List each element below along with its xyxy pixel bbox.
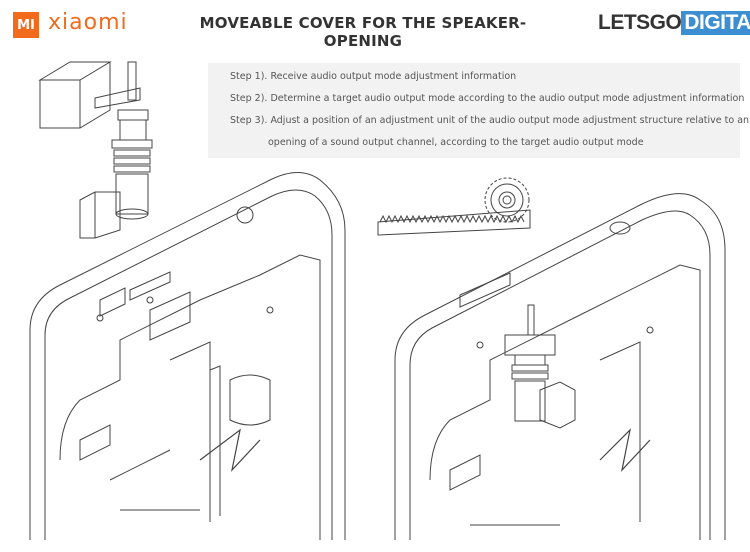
cover-component-drawing: [38, 61, 153, 239]
page-title: MOVEABLE COVER FOR THE SPEAKER-OPENING: [199, 14, 527, 50]
logo-mark: MI: [17, 17, 35, 33]
step-1: Step 1). Receive audio output mode adjus…: [230, 71, 517, 82]
steps-box: Step 1). Receive audio output mode adjus…: [208, 63, 749, 158]
step-3-continued: opening of a sound output channel, accor…: [268, 137, 644, 148]
left-phone-drawing: [29, 172, 346, 540]
publisher-part1: LETSGO: [598, 11, 682, 34]
publisher-logo: LETSGO DIGITAL: [598, 11, 750, 35]
brand-name: xiaomi: [48, 10, 128, 35]
publisher-part2: DIGITAL: [681, 11, 750, 35]
step-2: Step 2). Determine a target audio output…: [230, 93, 745, 104]
right-phone-drawing: [394, 193, 726, 540]
rack-and-pinion-drawing: [377, 177, 531, 236]
step-3: Step 3). Adjust a position of an adjustm…: [230, 115, 750, 126]
xiaomi-logo: MI: [13, 12, 39, 38]
